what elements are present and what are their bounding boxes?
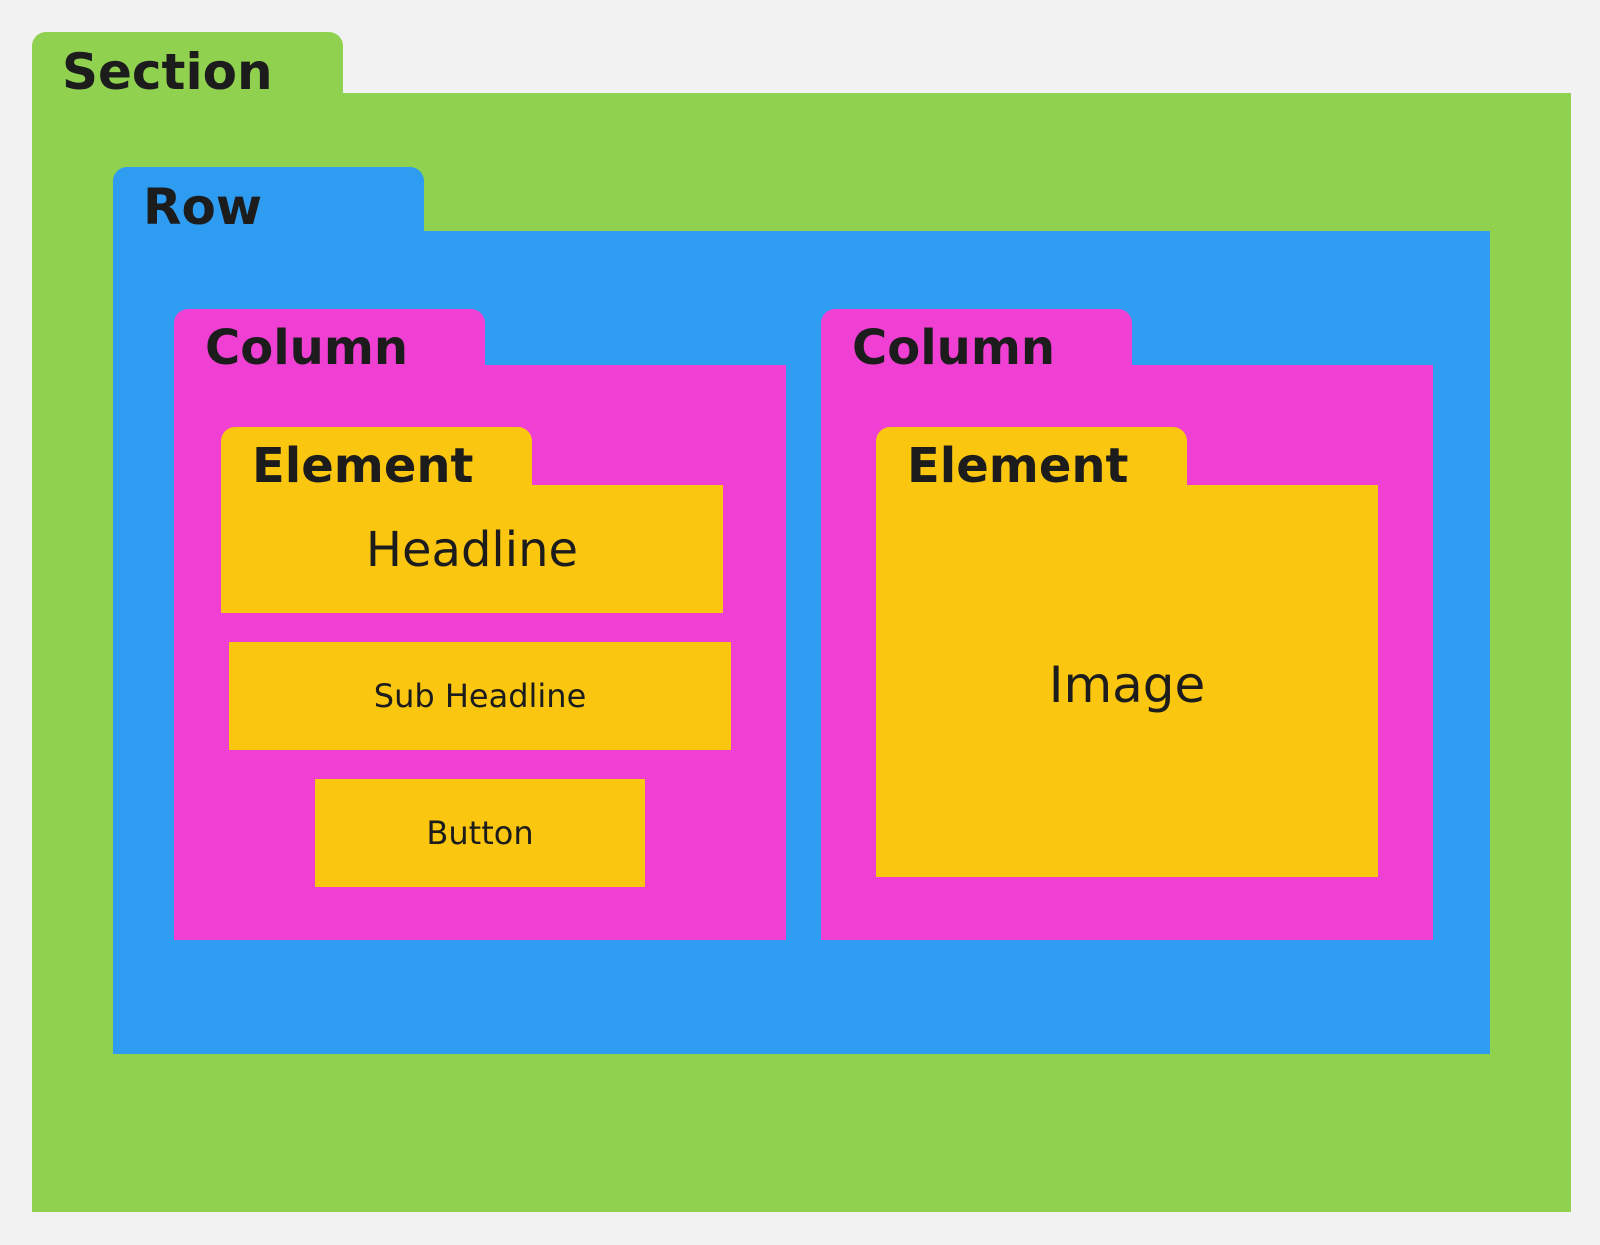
- column-1-element-tab: [221, 427, 532, 489]
- button-block: Button: [315, 779, 645, 887]
- column-1-element-container: [221, 485, 723, 613]
- column-1-tab: [174, 309, 485, 371]
- column-2-element-label: Element: [907, 438, 1129, 494]
- column-1-element-label: Element: [252, 438, 474, 494]
- sub-headline-block: Sub Headline: [229, 642, 731, 750]
- column-2-element-container: [876, 485, 1378, 877]
- column-2-tab: [821, 309, 1132, 371]
- section-label: Section: [62, 43, 273, 101]
- row-tab: [113, 167, 424, 237]
- image-text: Image: [1048, 656, 1206, 714]
- headline-text: Headline: [365, 522, 579, 578]
- row-label: Row: [143, 178, 263, 236]
- section-tab: [32, 32, 343, 102]
- column-2-element-tab: [876, 427, 1187, 489]
- column-1-label: Column: [205, 320, 409, 376]
- column-2-label: Column: [852, 320, 1056, 376]
